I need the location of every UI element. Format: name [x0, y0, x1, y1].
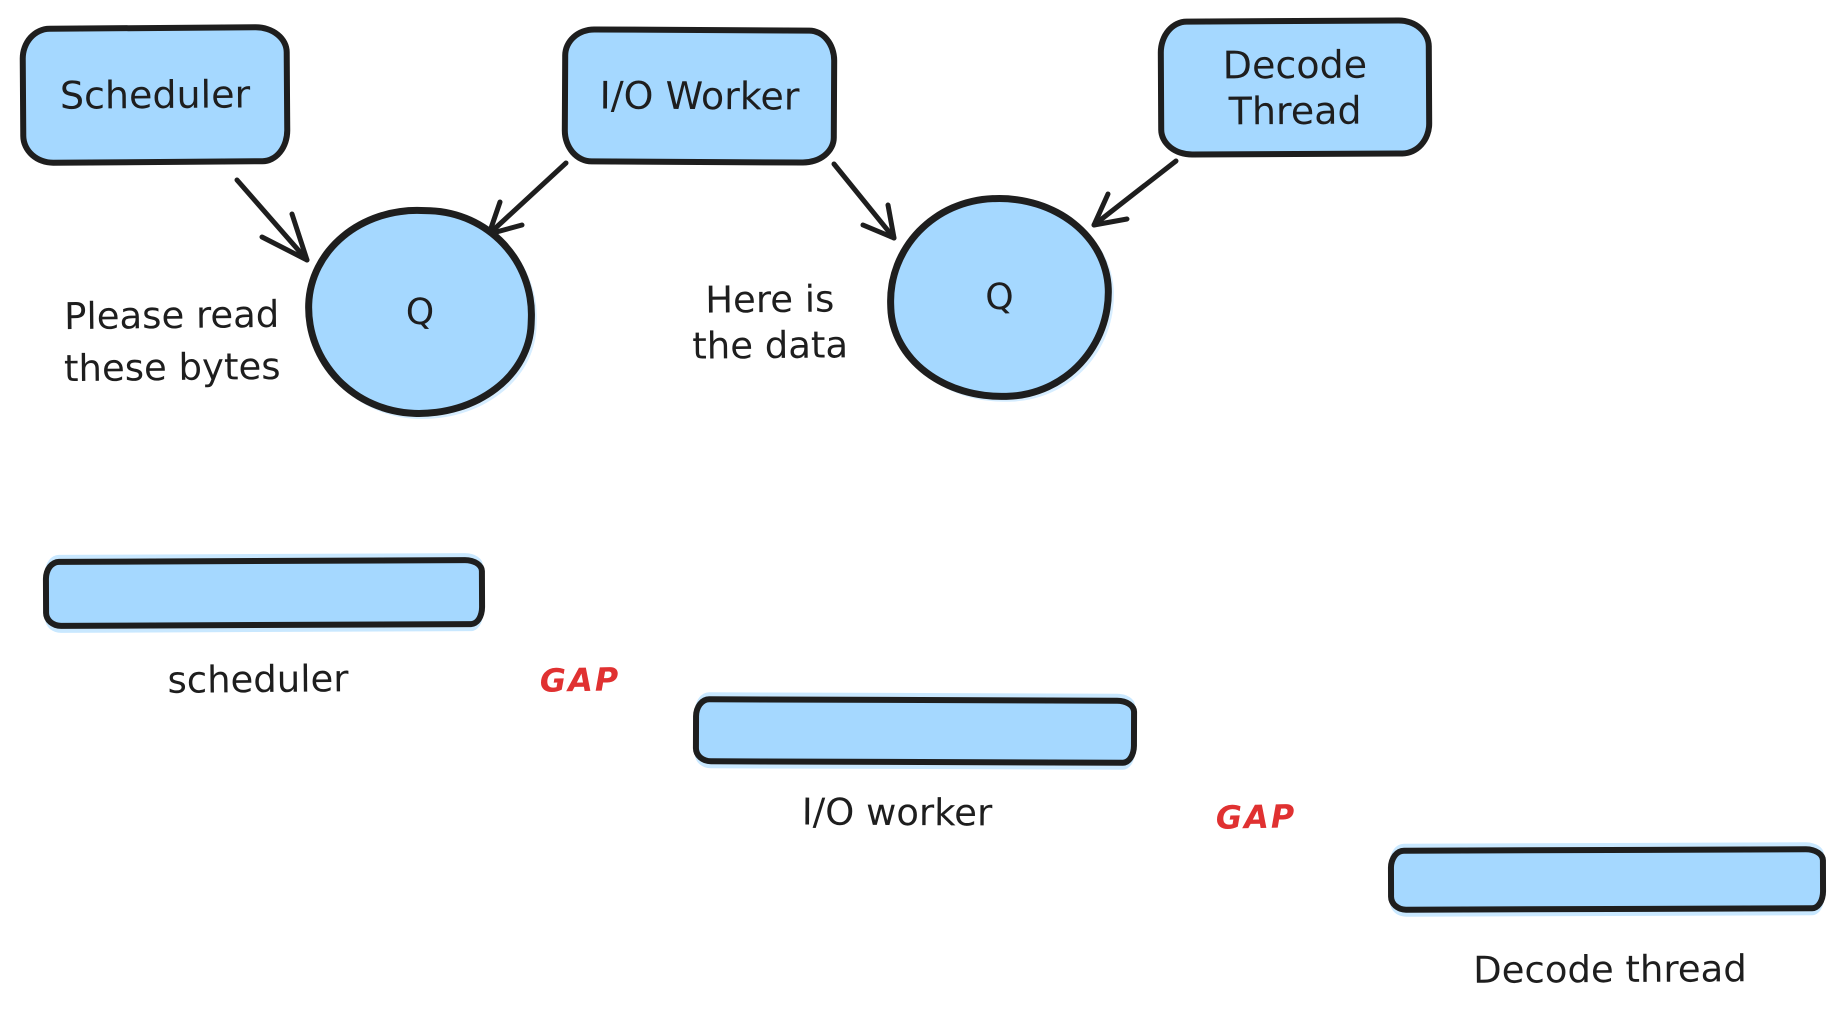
node-decode-thread-label-line2: Thread [1228, 88, 1362, 133]
annotation-line: Here is [705, 277, 835, 322]
timeline-label-scheduler: scheduler [167, 657, 349, 702]
queue-circle-1: Q [301, 203, 539, 421]
timeline-bar-decode-thread [1387, 846, 1827, 913]
annotation-line: the data [692, 323, 849, 368]
timeline-label-io-worker: I/O worker [801, 790, 993, 835]
queue-2-label: Q [984, 276, 1015, 319]
queue-circle-2: Q [883, 191, 1116, 404]
node-scheduler-label: Scheduler [59, 72, 251, 118]
gap-label-2: GAP [1215, 797, 1297, 837]
arrow-decode-thread-to-queue2 [1091, 158, 1179, 228]
arrow-io-worker-to-queue2 [831, 161, 897, 241]
node-io-worker: I/O Worker [561, 26, 838, 166]
annotation-line: these bytes [63, 344, 281, 391]
arrow-scheduler-to-queue1 [234, 177, 310, 263]
timeline-label-decode-thread: Decode thread [1473, 947, 1747, 992]
node-decode-thread: Decode Thread [1157, 17, 1433, 158]
node-decode-thread-label-line1: Decode [1222, 42, 1368, 87]
annotation-line: Please read [63, 292, 280, 339]
gap-label-1: GAP [539, 660, 621, 700]
annotation-here-is-the-data: Here is the data [645, 276, 896, 370]
node-scheduler: Scheduler [19, 24, 291, 166]
arrow-io-worker-to-queue1 [486, 160, 569, 237]
annotation-please-read-these-bytes: Please read these bytes [39, 289, 304, 396]
node-io-worker-label: I/O Worker [599, 73, 800, 119]
timeline-bar-io-worker [692, 696, 1138, 766]
timeline-bar-scheduler [42, 557, 486, 629]
queue-1-label: Q [405, 291, 435, 333]
